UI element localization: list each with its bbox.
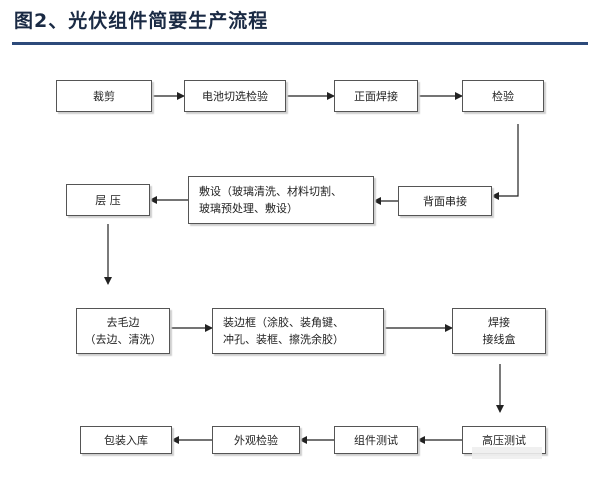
step-back-string: 背面串接 <box>398 186 492 216</box>
arrow-inspect-to-string <box>491 124 519 200</box>
step-trim: 去毛边 （去边、清洗） <box>76 308 170 354</box>
step-cut: 裁剪 <box>56 80 152 112</box>
step-lay-up-line1: 敷设（玻璃清洗、材料切割、 <box>199 185 342 198</box>
step-hipot-label: 高压测试 <box>482 433 526 447</box>
step-cut-label: 裁剪 <box>93 89 115 103</box>
step-visual-label: 外观检验 <box>234 433 278 447</box>
step-inspect-label: 检验 <box>492 89 514 103</box>
step-inspect: 检验 <box>462 80 544 112</box>
step-cell-sort: 电池切选检验 <box>184 80 286 112</box>
step-front-weld-label: 正面焊接 <box>354 89 398 103</box>
step-frame-line2: 冲孔、装框、擦洗余胶） <box>223 333 344 346</box>
step-lay-up: 敷设（玻璃清洗、材料切割、 玻璃预处理、敷设） <box>188 176 374 224</box>
step-laminate-label: 层 压 <box>95 193 121 207</box>
step-pack-label: 包装入库 <box>104 433 148 447</box>
step-visual: 外观检验 <box>212 426 300 454</box>
page-title: 图2、光伏组件简要生产流程 <box>14 10 269 32</box>
step-front-weld: 正面焊接 <box>334 80 418 112</box>
step-junction-box-line1: 焊接 <box>488 316 510 329</box>
step-junction-box-line2: 接线盒 <box>482 333 516 346</box>
step-pack: 包装入库 <box>80 426 172 454</box>
title-divider <box>12 42 588 45</box>
step-frame-line1: 装边框（涂胶、装角键、 <box>223 316 344 329</box>
step-junction-box: 焊接 接线盒 <box>452 308 546 354</box>
step-trim-line1: 去毛边 <box>106 316 140 329</box>
step-laminate: 层 压 <box>66 184 150 216</box>
step-trim-line2: （去边、清洗） <box>84 333 162 346</box>
step-cell-sort-label: 电池切选检验 <box>202 89 268 103</box>
step-frame: 装边框（涂胶、装角键、 冲孔、装框、擦洗余胶） <box>212 308 384 354</box>
step-module-test: 组件测试 <box>334 426 418 454</box>
step-lay-up-line2: 玻璃预处理、敷设） <box>199 202 298 215</box>
step-module-test-label: 组件测试 <box>354 433 398 447</box>
watermark-patch <box>472 447 542 459</box>
step-back-string-label: 背面串接 <box>423 194 467 208</box>
